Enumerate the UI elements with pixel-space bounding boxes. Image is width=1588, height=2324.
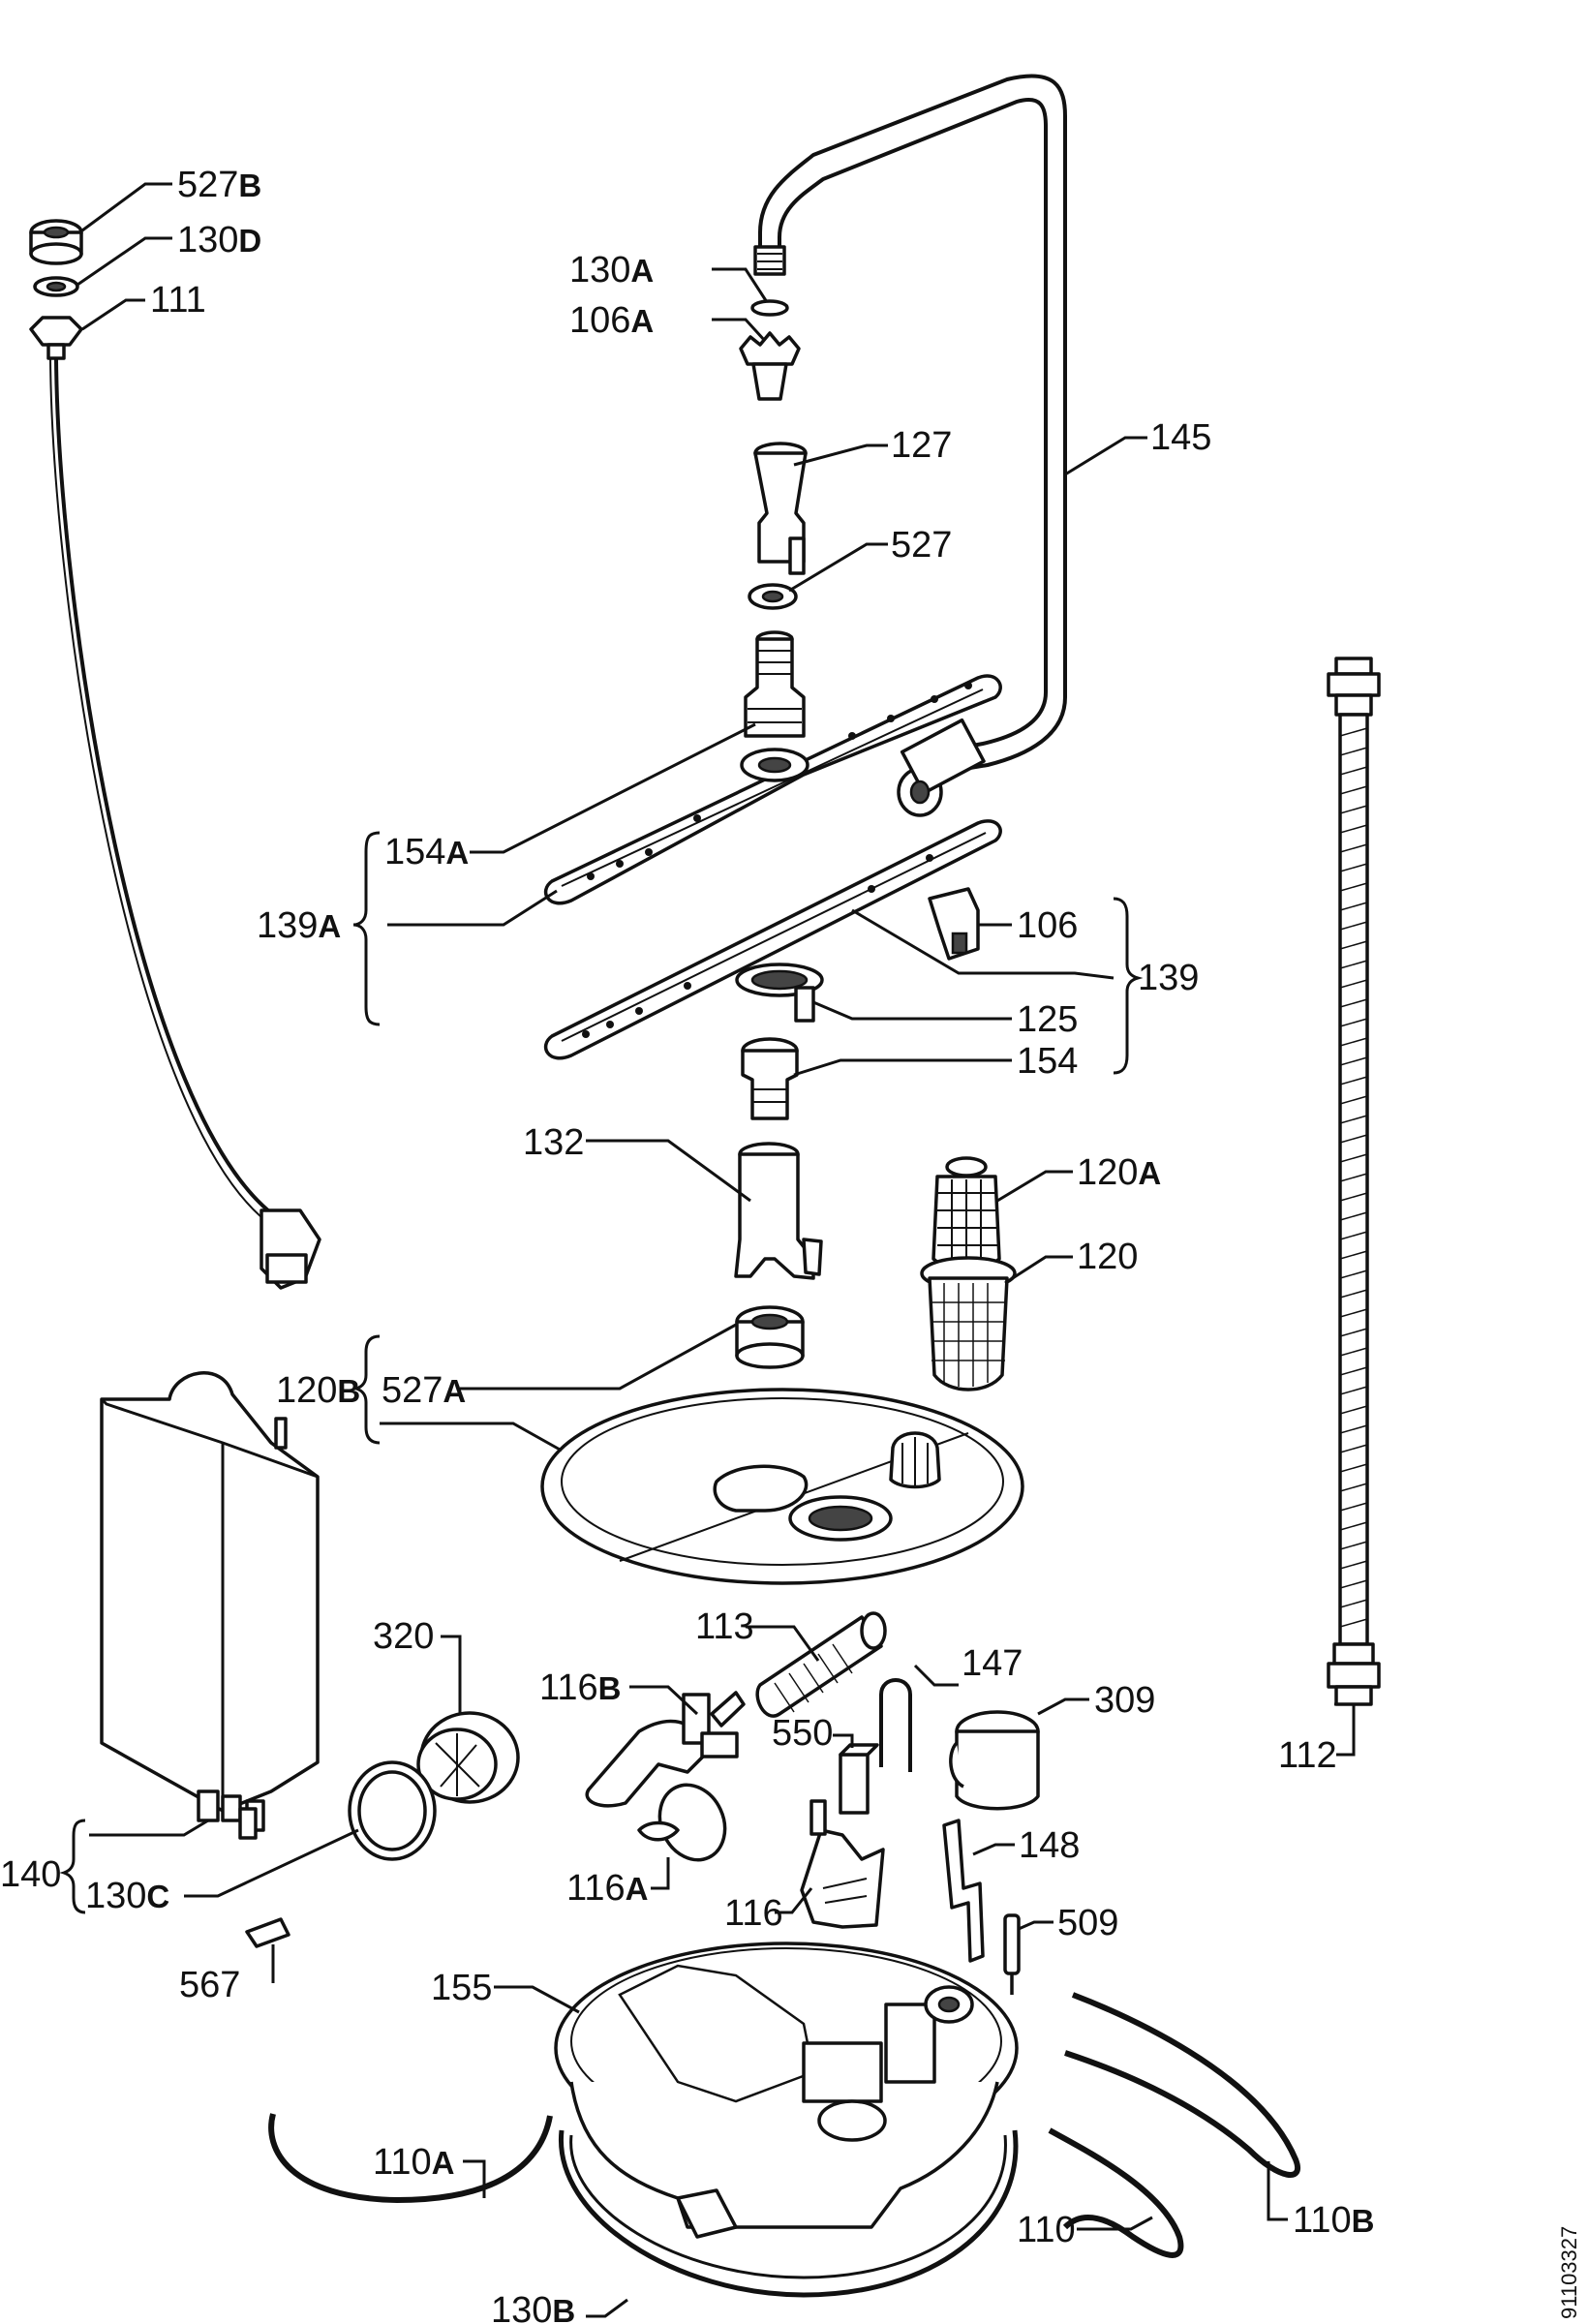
label-148: 148 (1019, 1825, 1080, 1866)
label-116: 116 (724, 1893, 783, 1934)
label-130c: 130C (85, 1876, 169, 1916)
label-111: 111 (150, 280, 206, 321)
part-145-supply-pipe (753, 74, 1067, 817)
label-147: 147 (962, 1643, 1023, 1684)
label-527a: 527A (382, 1370, 466, 1411)
part-130d-washer (33, 276, 79, 297)
part-112-drain-hose (1327, 657, 1381, 1706)
part-130b-sump-seal (559, 2129, 1019, 2298)
label-550: 550 (772, 1713, 833, 1754)
label-120a: 120A (1077, 1152, 1161, 1193)
label-106a: 106A (569, 300, 654, 341)
part-116a-ball (637, 1783, 727, 1862)
label-116b: 116B (539, 1667, 621, 1708)
part-130c-seal (348, 1760, 437, 1861)
part-132-tube (734, 1142, 823, 1280)
part-140-softener (100, 1371, 320, 1840)
label-110b: 110B (1293, 2200, 1374, 2241)
part-106-clip (928, 887, 980, 961)
part-120b-filter-plate (540, 1388, 1024, 1585)
leader-lines (76, 182, 1356, 2318)
part-527a-ring (735, 1305, 805, 1369)
part-309-cup (949, 1710, 1040, 1811)
label-140: 140 (0, 1854, 61, 1895)
label-120b: 120B (276, 1370, 360, 1411)
label-112: 112 (1278, 1735, 1337, 1776)
label-509: 509 (1057, 1903, 1118, 1943)
part-154-connector (741, 1037, 799, 1120)
part-509-pin (1003, 1913, 1021, 1995)
label-139: 139 (1138, 958, 1199, 998)
part-120-coarse-filter (920, 1256, 1017, 1391)
part-320-salt-cap (416, 1711, 520, 1804)
label-110: 110 (1017, 2210, 1076, 2250)
label-127: 127 (891, 425, 952, 466)
brace-140 (59, 1819, 86, 1914)
part-147-wire-clip (879, 1678, 912, 1772)
label-320: 320 (373, 1616, 434, 1657)
brace-139 (1113, 897, 1144, 1075)
label-130b: 130B (491, 2290, 575, 2324)
label-106: 106 (1017, 905, 1078, 946)
part-110-hose (1048, 2127, 1184, 2258)
part-113-screen-tube (755, 1611, 887, 1718)
brace-120b (351, 1334, 381, 1445)
brace-139a (352, 831, 381, 1026)
part-116b-diverter (585, 1691, 746, 1808)
part-527-ring (748, 583, 798, 610)
part-125-clamp (735, 963, 824, 1023)
label-154: 154 (1017, 1041, 1078, 1082)
label-309: 309 (1094, 1680, 1155, 1721)
label-527: 527 (891, 525, 952, 566)
label-130d: 130D (177, 220, 261, 260)
part-106a-star-nut (739, 331, 801, 401)
part-130a-oring (750, 299, 789, 317)
part-155-sump (554, 1942, 1019, 2239)
part-139a-upper-spray-arm (543, 674, 1002, 905)
label-145: 145 (1150, 417, 1211, 458)
label-139a: 139A (257, 905, 341, 946)
label-130a: 130A (569, 250, 654, 290)
label-567: 567 (179, 1965, 240, 2005)
part-148-bracket (942, 1819, 985, 1963)
label-110a: 110A (373, 2142, 454, 2183)
part-139-lower-spray-arm (543, 819, 1002, 1060)
label-113: 113 (695, 1606, 754, 1647)
part-110b-hose (1064, 1992, 1300, 2178)
part-550-block (839, 1743, 879, 1815)
drawing-reference-number: 91103327 (1557, 2226, 1581, 2319)
label-154a: 154A (384, 832, 469, 872)
part-116-valve (800, 1799, 885, 1929)
part-111-hose (29, 316, 321, 1290)
part-154a-hub (744, 630, 806, 738)
label-125: 125 (1017, 999, 1078, 1040)
part-120a-micro-filter (931, 1156, 1001, 1278)
label-132: 132 (523, 1122, 584, 1163)
part-567-tab (245, 1917, 290, 1948)
part-110a-hose (268, 2113, 553, 2204)
label-116a: 116A (566, 1868, 648, 1909)
label-527b: 527B (177, 165, 261, 205)
part-127-bearing (753, 442, 808, 575)
label-120: 120 (1077, 1237, 1138, 1277)
part-527b-nut (29, 219, 83, 265)
label-155: 155 (431, 1968, 492, 2008)
